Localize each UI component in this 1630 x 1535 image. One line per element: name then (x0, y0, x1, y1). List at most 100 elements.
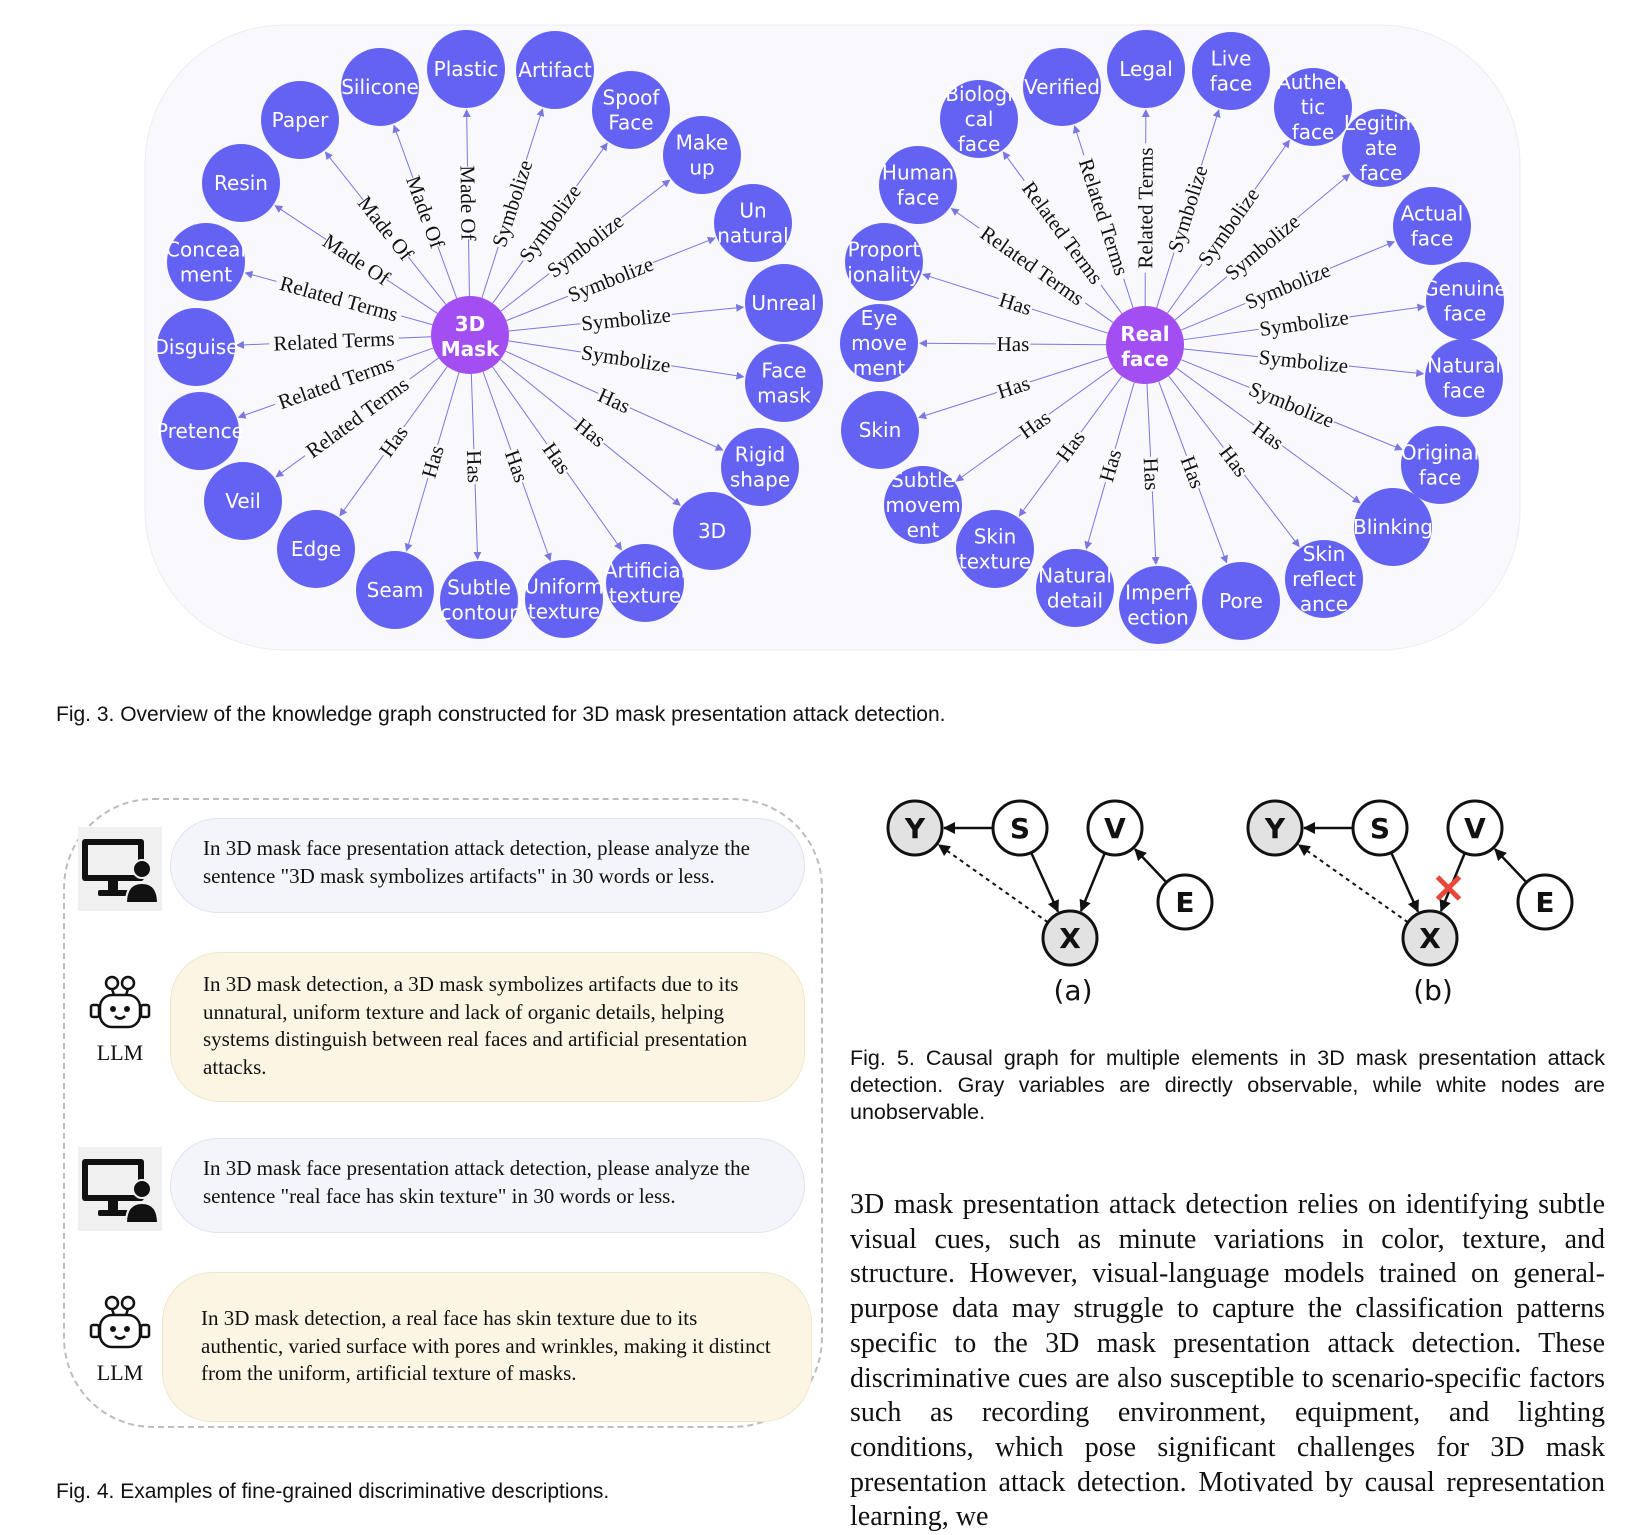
node-label: Seam (367, 578, 424, 602)
node-label: face (1443, 379, 1486, 403)
node-label: Live (1211, 47, 1252, 71)
node-label: natural (717, 224, 788, 248)
node-label: mask (757, 384, 811, 408)
causal-node-y (1246, 799, 1304, 857)
edge-label-bg (1193, 183, 1263, 270)
user-message-1: In 3D mask face presentation attack dete… (170, 818, 805, 913)
edge-label-bg (271, 350, 400, 413)
edge-label-bg (1178, 452, 1210, 492)
node-genuine-face (1426, 262, 1504, 340)
edge-label-bg (563, 252, 657, 305)
edge-label-bg (1051, 425, 1089, 466)
node-proport-ionality (845, 223, 923, 301)
causal-node-label: Y (904, 812, 926, 845)
node-authen-tic-face (1274, 68, 1352, 146)
causal-node-e (1156, 873, 1214, 931)
edge-label-bg (1216, 440, 1254, 481)
causal-node-v (1446, 799, 1504, 857)
edge-relation-label: Has (997, 332, 1030, 356)
node-uniform-texture (525, 560, 603, 638)
edge-label-bg (502, 446, 533, 486)
edge-e-v (1134, 848, 1168, 884)
node-label: Natural (1427, 354, 1501, 378)
edge-v-x (1079, 852, 1106, 913)
node-label: Pretence (156, 419, 244, 443)
node-label: move (851, 331, 907, 355)
node-label: Authen (1277, 70, 1349, 94)
llm-message-1: In 3D mask detection, a 3D mask symboliz… (170, 952, 805, 1102)
causal-node-label: E (1535, 886, 1554, 919)
node-label: texture (959, 550, 1031, 574)
edge-label-bg (417, 441, 447, 481)
user-computer-icon (78, 1147, 162, 1231)
fig3-caption: Fig. 3. Overview of the knowledge graph … (56, 703, 946, 726)
body-paragraph: 3D mask presentation attack detection re… (850, 1189, 1605, 1533)
edge-label-bg (458, 166, 480, 240)
node-label: Actual (1401, 202, 1464, 226)
node-label: ance (1300, 592, 1348, 616)
robot-icon (89, 975, 151, 1029)
edge-label-bg (995, 332, 1031, 354)
node-blinking (1354, 488, 1432, 566)
node-label: 3D (698, 519, 726, 543)
node-plastic (427, 30, 505, 108)
edge-label-bg (1094, 445, 1124, 485)
edge-label-bg (1220, 209, 1304, 284)
edge-label-bg (1134, 143, 1155, 273)
node-artifact (516, 31, 594, 109)
edge-label-bg (356, 193, 417, 263)
edge-label-bg (1141, 456, 1164, 492)
node-label: Rigid (735, 443, 785, 467)
edge-label-bg (579, 303, 673, 333)
node-conceal-ment (167, 223, 245, 301)
node-label: face (1210, 72, 1253, 96)
center-node-label: Mask (441, 337, 500, 361)
llm-label: LLM (96, 1360, 144, 1385)
node-3d (673, 492, 751, 570)
edge-label-bg (321, 230, 393, 288)
node-label: Uniform (524, 575, 604, 599)
causal-node-x (1401, 909, 1459, 967)
edge-label-bg (996, 288, 1036, 318)
node-imperf-ection (1119, 566, 1197, 644)
node-label: reflect (1292, 567, 1356, 591)
edge-label-bg (268, 327, 400, 353)
node-paper (261, 81, 339, 159)
edge-s-x (1030, 852, 1060, 913)
node-label: Legal (1119, 57, 1173, 81)
node-label: Imperf (1125, 581, 1192, 605)
causal-node-label: V (1104, 812, 1126, 845)
edge-label-bg (1248, 416, 1289, 453)
node-label: Original (1401, 441, 1479, 465)
node-label: ate (1365, 136, 1397, 160)
edge-label-bg (1245, 377, 1339, 431)
causal-node-label: X (1419, 922, 1441, 955)
node-label: Spoof (603, 86, 661, 110)
edge-label-bg (974, 219, 1092, 311)
node-label: Genuine (1423, 277, 1507, 301)
node-label: Paper (272, 108, 329, 132)
subfigure-label: (b) (1413, 974, 1453, 1007)
node-label: Skin (974, 525, 1017, 549)
node-label: face (1419, 466, 1462, 490)
edge-label-bg (487, 156, 535, 250)
node-label: Unreal (751, 291, 816, 315)
node-natural-face (1425, 339, 1503, 417)
edge-label-bg (274, 270, 405, 325)
node-resin (202, 144, 280, 222)
node-artificial-texture (606, 544, 684, 622)
node-label: Plastic (434, 57, 499, 81)
center-node-real-face (1106, 306, 1184, 384)
edge-relation-label: Made Of (455, 165, 480, 241)
node-label: ection (1127, 606, 1189, 630)
node-label: Veil (225, 489, 261, 513)
edge-label-bg (298, 370, 415, 463)
node-face-mask (745, 344, 823, 422)
node-label: Skin (1303, 542, 1346, 566)
node-label: Face (608, 111, 653, 135)
user-message-2: In 3D mask face presentation attack dete… (170, 1138, 805, 1233)
node-disguise (157, 308, 235, 386)
node-label: face (1360, 161, 1403, 185)
